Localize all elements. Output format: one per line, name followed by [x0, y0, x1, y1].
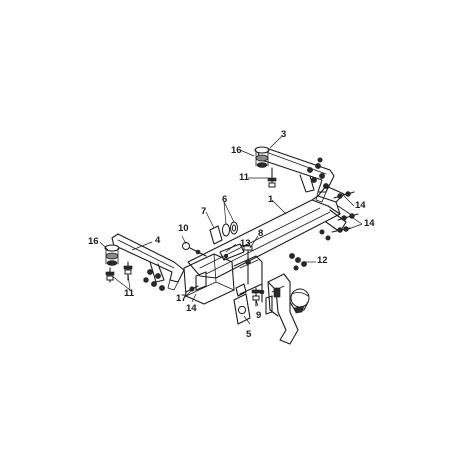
- bolt-11-upper: [267, 167, 277, 188]
- callout-7: 7: [201, 206, 206, 217]
- callout-1: 1: [268, 194, 274, 205]
- bolt-11-lower: [105, 261, 133, 283]
- callout-14-upper: 14: [355, 200, 366, 211]
- bolt-set-9: [251, 283, 265, 307]
- callout-11-upper: 11: [239, 172, 250, 183]
- shim-rings-6-7: [209, 221, 238, 245]
- plate-13: [219, 243, 245, 261]
- callout-labels: 3 16 11 1 6 7 10 8 13 4 16 11 12 14 14 1…: [88, 129, 375, 340]
- callout-17: 17: [176, 293, 187, 304]
- callout-4: 4: [155, 235, 161, 246]
- fastener-cluster-upper-right: [307, 157, 329, 189]
- callout-14-right: 14: [364, 218, 375, 229]
- beam-end-bolts: [319, 191, 359, 241]
- callout-8: 8: [258, 228, 263, 239]
- fastener-cluster-left: [143, 269, 165, 291]
- callout-9: 9: [256, 310, 261, 321]
- spacer-16-upper: [254, 146, 270, 168]
- callout-14-lower: 14: [186, 303, 197, 314]
- callout-11-lower: 11: [124, 288, 135, 299]
- socket-plate-5: [233, 283, 251, 325]
- bolt-10: [182, 242, 207, 257]
- callout-16-lower: 16: [88, 236, 99, 247]
- callout-6: 6: [222, 194, 227, 205]
- tow-ball: [289, 288, 310, 314]
- callout-5: 5: [246, 329, 252, 340]
- bolt-17: [185, 285, 199, 293]
- callout-10: 10: [178, 223, 189, 234]
- callout-13: 13: [240, 238, 251, 249]
- tow-ball-neck: [265, 273, 299, 345]
- fastener-group-12: [289, 253, 307, 271]
- bolt-8: [243, 245, 253, 285]
- leader-lines: [99, 135, 363, 325]
- callout-12: 12: [317, 255, 328, 266]
- main-cross-beam: [187, 185, 351, 279]
- callout-3: 3: [281, 129, 286, 140]
- callout-16-upper: 16: [231, 145, 242, 156]
- spacer-16-lower: [104, 244, 120, 266]
